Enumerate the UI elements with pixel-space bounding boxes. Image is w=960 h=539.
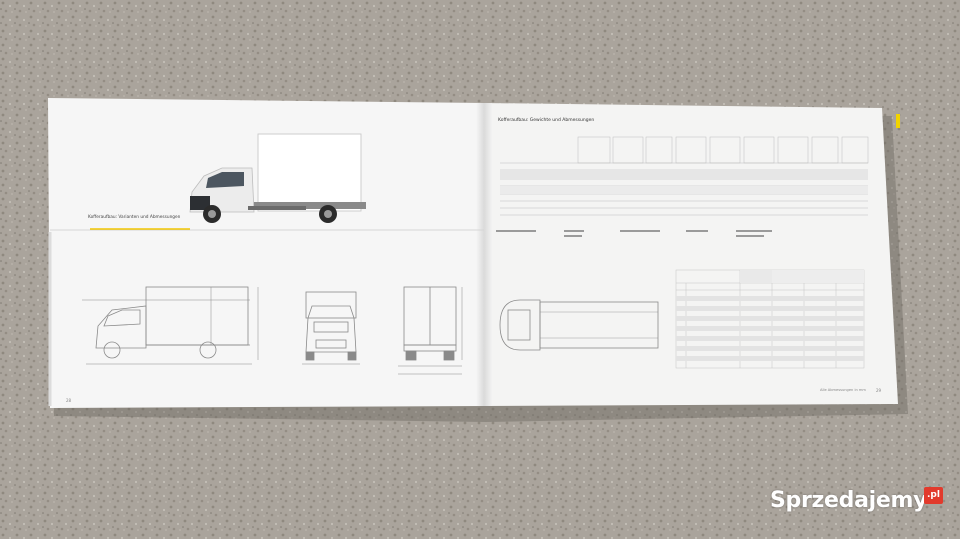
legend-row xyxy=(496,230,772,237)
rear-view-drawing xyxy=(398,286,463,375)
dimensions-table-rows xyxy=(676,296,864,361)
right-footer: Alle Abmessungen in mm xyxy=(820,388,866,392)
front-view-drawing xyxy=(302,291,360,365)
van-photo xyxy=(189,133,366,223)
page-gutter xyxy=(476,103,492,406)
left-page-number: 28 xyxy=(66,398,72,403)
left-page xyxy=(48,98,484,408)
right-page-number: 29 xyxy=(876,388,882,393)
right-heading: Koffer­aufbau: Gewichte und Abmessungen xyxy=(498,118,595,123)
yellow-tab xyxy=(896,114,900,128)
side-view-drawing xyxy=(82,286,259,365)
watermark-tld-badge: .pl xyxy=(924,487,943,504)
top-view-drawing xyxy=(499,299,659,351)
left-caption: Koffer­aufbau: Varianten und Abmessungen xyxy=(88,215,181,220)
watermark-brand: Sprzedajemy xyxy=(770,488,928,513)
